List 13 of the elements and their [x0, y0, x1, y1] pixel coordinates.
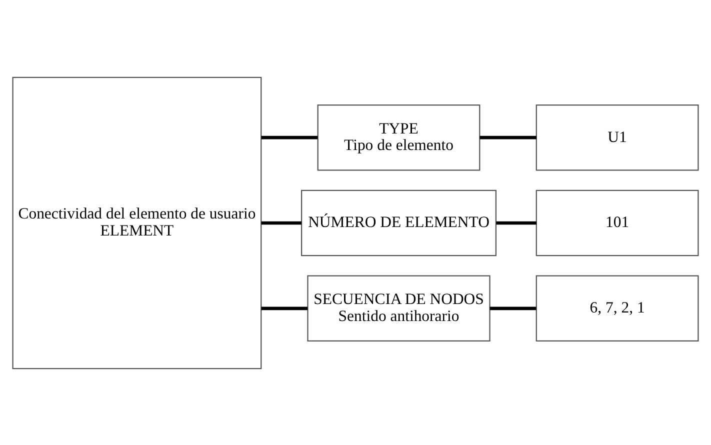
- node-box: NÚMERO DE ELEMENTO: [301, 189, 497, 256]
- connector: [480, 135, 536, 139]
- connector: [261, 135, 318, 139]
- node-box: 101: [536, 189, 699, 256]
- node-box: SECUENCIA DE NODOS Sentido antihorario: [307, 274, 490, 342]
- node-box: TYPE Tipo de elemento: [317, 104, 480, 170]
- node-box: Conectividad del elemento de usuario ELEMENT: [12, 76, 262, 369]
- node-box: 6, 7, 2, 1: [536, 274, 699, 342]
- connector: [261, 306, 308, 310]
- node-box: U1: [536, 104, 699, 170]
- connector: [490, 306, 536, 310]
- connector: [261, 220, 302, 224]
- connector: [496, 220, 536, 224]
